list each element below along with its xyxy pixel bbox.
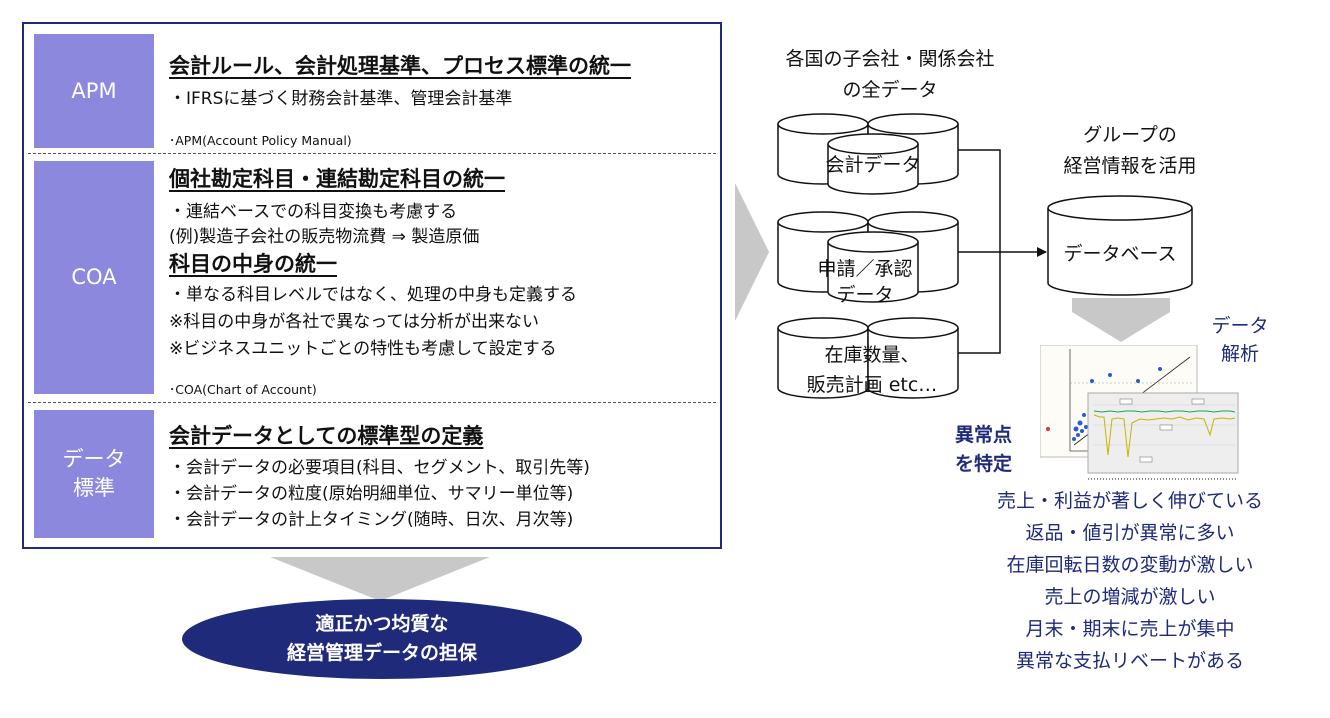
anomaly-label-line-2: を特定 xyxy=(955,453,1013,475)
line-chart-thumbnail xyxy=(1087,392,1239,480)
standards-panel: APM 会計ルール、会計処理基準、プロセス標準の統一 ・IFRSに基づく財務会計… xyxy=(22,22,722,549)
approval-data-label: 申請／承認 データ xyxy=(790,256,940,308)
analysis-label: データ 解析 xyxy=(1200,312,1280,368)
inventory-data-label-line-2: 販売計画 etc… xyxy=(806,374,938,396)
anomaly-label: 異常点 を特定 xyxy=(955,421,1041,479)
finding-line: 返品・値引が異常に多い xyxy=(1025,522,1235,544)
apm-title: 会計ルール、会計処理基準、プロセス標準の統一 xyxy=(169,54,631,78)
coa-note: ･COA(Chart of Account) xyxy=(169,382,317,397)
section-divider xyxy=(28,153,716,154)
data-standard-line-2: ・会計データの粒度(原始明細単位、サマリー単位等) xyxy=(169,484,574,504)
apm-line-1: ・IFRSに基づく財務会計基準、管理会計基準 xyxy=(169,89,513,109)
finding-line: 異常な支払リベートがある xyxy=(1015,650,1244,672)
anomaly-label-line-1: 異常点 xyxy=(955,424,1013,446)
coa-line-1: ・連結ベースでの科目変換も考慮する xyxy=(169,202,458,222)
coa-line-5: ※ビジネスユニットごとの特性も考慮して設定する xyxy=(169,339,557,359)
data-standard-line-3: ・会計データの計上タイミング(随時、日次、月次等) xyxy=(169,510,574,530)
analysis-chart-thumbnails xyxy=(1040,345,1239,480)
finding-line: 売上の増減が激しい xyxy=(1044,586,1216,608)
section-divider xyxy=(28,402,716,403)
inventory-data-label: 在庫数量、 販売計画 etc… xyxy=(782,340,962,400)
result-line-2: 経営管理データの担保 xyxy=(286,642,477,664)
data-standard-title: 会計データとしての標準型の定義 xyxy=(169,424,484,448)
accounting-data-label: 会計データ xyxy=(825,154,921,176)
accounting-data-cylinders xyxy=(777,113,959,195)
coa-line-4: ※科目の中身が各社で異なっては分析が出来ない xyxy=(169,312,540,332)
source-heading-line-1: 各国の子会社・関係会社 xyxy=(785,48,995,70)
data-standard-line-1: ・会計データの必要項目(科目、セグメント、取引先等) xyxy=(169,458,590,478)
approval-data-label-line-1: 申請／承認 xyxy=(817,258,913,280)
apm-label: APM xyxy=(34,34,154,148)
source-heading-line-2: の全データ xyxy=(842,79,938,101)
database-label: データベース xyxy=(1063,243,1177,265)
group-heading: グループの 経営情報を活用 xyxy=(1025,120,1235,182)
data-standard-label-line-1: データ xyxy=(62,447,126,471)
coa-label: COA xyxy=(34,161,154,394)
finding-line: 在庫回転日数の変動が激しい xyxy=(1006,554,1254,576)
group-heading-line-1: グループの xyxy=(1083,124,1177,146)
connector-lines xyxy=(958,149,1047,354)
coa-label-text: COA xyxy=(71,265,117,289)
result-ellipse: 適正かつ均質な 経営管理データの担保 xyxy=(182,599,582,679)
source-heading: 各国の子会社・関係会社 の全データ xyxy=(760,44,1020,106)
analysis-label-line-1: データ xyxy=(1211,315,1269,337)
apm-note: ･APM(Account Policy Manual) xyxy=(169,133,352,148)
apm-label-text: APM xyxy=(71,78,117,103)
coa-line-2: (例)製造子会社の販売物流費 ⇒ 製造原価 xyxy=(169,227,480,247)
data-standard-label-line-2: 標準 xyxy=(73,476,115,500)
database-cylinder xyxy=(1047,195,1193,296)
group-heading-line-2: 経営情報を活用 xyxy=(1063,155,1197,177)
coa-title: 個社勘定科目・連結勘定科目の統一 xyxy=(169,167,505,191)
approval-data-label-line-2: データ xyxy=(836,284,894,306)
analysis-label-line-2: 解析 xyxy=(1220,343,1259,365)
coa-line-3: ・単なる科目レベルではなく、処理の中身も定義する xyxy=(169,285,577,305)
finding-line: 月末・期末に売上が集中 xyxy=(1025,618,1235,640)
data-standard-label: データ 標準 xyxy=(34,410,154,538)
result-line-1: 適正かつ均質な xyxy=(315,613,449,635)
approval-data-cylinders xyxy=(777,211,959,303)
inventory-data-cylinders xyxy=(777,317,959,399)
inventory-data-label-line-1: 在庫数量、 xyxy=(824,344,920,366)
coa-title-2: 科目の中身の統一 xyxy=(169,252,337,276)
analysis-down-arrow xyxy=(1072,298,1170,342)
finding-line: 売上・利益が著しく伸びている xyxy=(996,490,1263,512)
